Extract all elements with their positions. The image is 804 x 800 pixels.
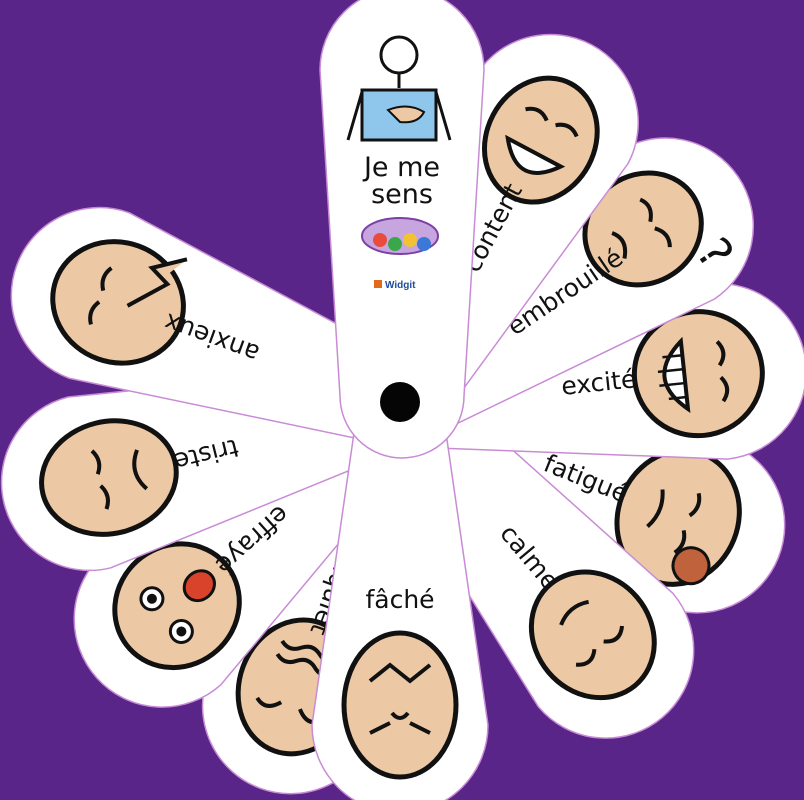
card-calme[interactable]: calme xyxy=(304,315,731,775)
card-fache[interactable]: fâché xyxy=(311,362,489,800)
widgit-logo: Widgit xyxy=(374,280,416,291)
angry-face-icon xyxy=(341,630,459,780)
card-anxieux[interactable]: anxieux xyxy=(0,182,471,503)
happy-smile-face-icon xyxy=(481,75,600,205)
card-excite[interactable]: excité xyxy=(348,274,804,498)
sad-face-icon xyxy=(39,418,179,537)
title-line-1: Je me xyxy=(362,152,440,183)
card-embrouille[interactable]: ? embrouillé xyxy=(315,103,789,503)
person-hand-on-chest-icon xyxy=(346,35,452,142)
card-triste[interactable]: triste xyxy=(0,308,463,590)
anxious-biting-nails-face-icon xyxy=(50,239,188,366)
excited-grin-face-icon xyxy=(631,309,765,439)
card-content[interactable]: content xyxy=(301,2,670,485)
pivot-rivet xyxy=(380,382,420,422)
scared-face-icon xyxy=(112,541,242,671)
play-doctors-logo xyxy=(361,217,439,255)
svg-text:Widgit: Widgit xyxy=(385,280,416,291)
title-line-2: sens xyxy=(371,179,433,210)
card-title[interactable]: Je me sens Widgit xyxy=(319,0,485,459)
calm-face-icon xyxy=(528,569,657,701)
card-label-fache: fâché xyxy=(365,585,434,614)
card-effraye[interactable]: effrayé xyxy=(37,310,491,745)
